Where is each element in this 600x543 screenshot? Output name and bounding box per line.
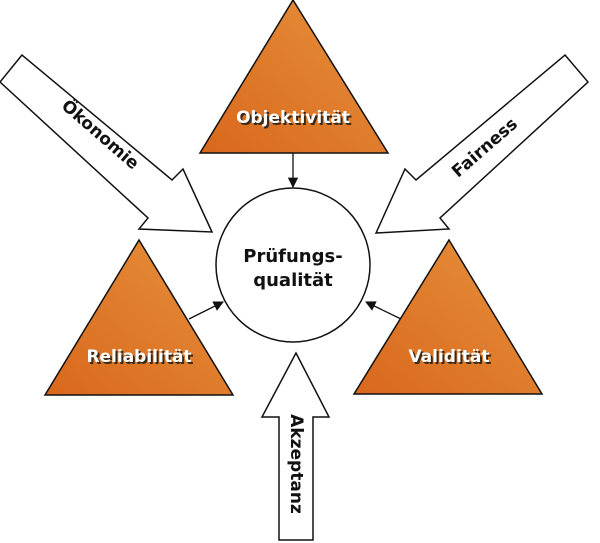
akzeptanz-label: Akzeptanz [286, 414, 306, 514]
objektivitaet-label: Objektivität [236, 108, 350, 128]
validitaet-label-shadow: Validität [410, 349, 491, 369]
center-node: Prüfungs- qualität [215, 187, 371, 343]
reliabilitaet-label: Reliabilität [86, 347, 191, 367]
connector-reliabilitaet-to-center [188, 301, 224, 320]
objektivitaet-triangle-shape [198, 0, 390, 154]
center-label-line1: Prüfungs- [243, 246, 342, 267]
triangle-objektivitaet: Objektivität Objektivität [198, 0, 390, 154]
block-arrow-fairness: Fairness [374, 53, 590, 234]
akzeptanz-arrow-shape [260, 351, 331, 541]
triangle-reliabilitaet: Reliabilität Reliabilität [43, 238, 235, 396]
fairness-arrow-shape [374, 53, 590, 234]
connector-validitaet-to-center [365, 301, 402, 320]
reliabilitaet-label-shadow: Reliabilität [88, 349, 193, 369]
validitaet-label: Validität [408, 347, 489, 367]
oekonomie-arrow-shape [0, 53, 214, 233]
center-label-line2: qualität [253, 270, 333, 291]
objektivitaet-label-shadow: Objektivität [238, 110, 352, 130]
reliabilitaet-triangle-shape [43, 238, 235, 396]
block-arrow-oekonomie: Ökonomie [0, 53, 214, 233]
block-arrow-akzeptanz: Akzeptanz [260, 351, 331, 541]
validitaet-triangle-shape [352, 238, 544, 395]
triangle-validitaet: Validität Validität [352, 238, 544, 395]
